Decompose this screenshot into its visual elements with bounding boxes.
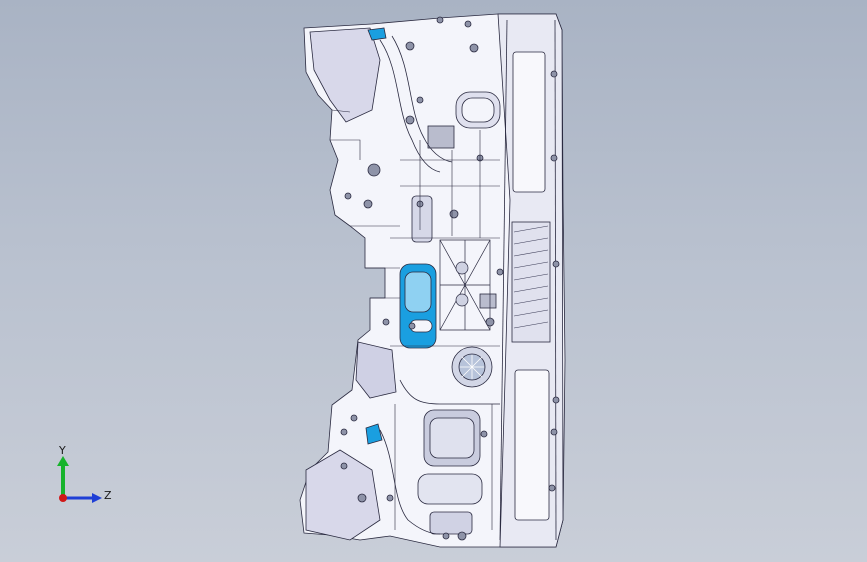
upper-bore-inner <box>461 97 495 123</box>
rail-inner-line <box>499 19 508 541</box>
z-axis-arrow <box>63 493 102 503</box>
y-axis-label: Y <box>58 444 66 457</box>
center-window <box>411 195 433 243</box>
lower-pocket-inner <box>429 417 475 459</box>
x-axis-dot <box>59 494 67 502</box>
channel-mid <box>399 379 500 405</box>
rail-slot-top <box>512 51 546 193</box>
rail-edge-line <box>554 19 557 541</box>
blue-accent-bottom <box>365 423 383 445</box>
bottom-pocket <box>417 473 483 505</box>
small-square <box>479 293 497 309</box>
left-bulge <box>355 341 397 399</box>
y-axis-arrow <box>57 456 69 498</box>
channel-upper <box>379 39 441 173</box>
main-bore-cross <box>460 355 484 379</box>
axis-triad: Y Z <box>57 444 112 503</box>
rail-slot-bottom <box>514 369 550 521</box>
blue-accent-top <box>367 27 387 41</box>
square-pocket <box>427 125 455 149</box>
rail-rib-lines <box>513 225 549 329</box>
left-pocket-bottom <box>305 449 381 541</box>
rib-grid <box>439 239 491 331</box>
bottom-slot <box>429 511 473 535</box>
blue-port-inner <box>404 271 432 313</box>
cast-part-model[interactable] <box>299 13 566 548</box>
rail-slot-ribs <box>511 221 551 343</box>
z-axis-label: Z <box>104 489 112 502</box>
detail-lines <box>330 109 500 530</box>
bolt-holes <box>340 16 560 541</box>
channel-lower <box>379 429 441 535</box>
channel-upper-2 <box>391 35 453 163</box>
left-pocket-top <box>309 27 381 123</box>
